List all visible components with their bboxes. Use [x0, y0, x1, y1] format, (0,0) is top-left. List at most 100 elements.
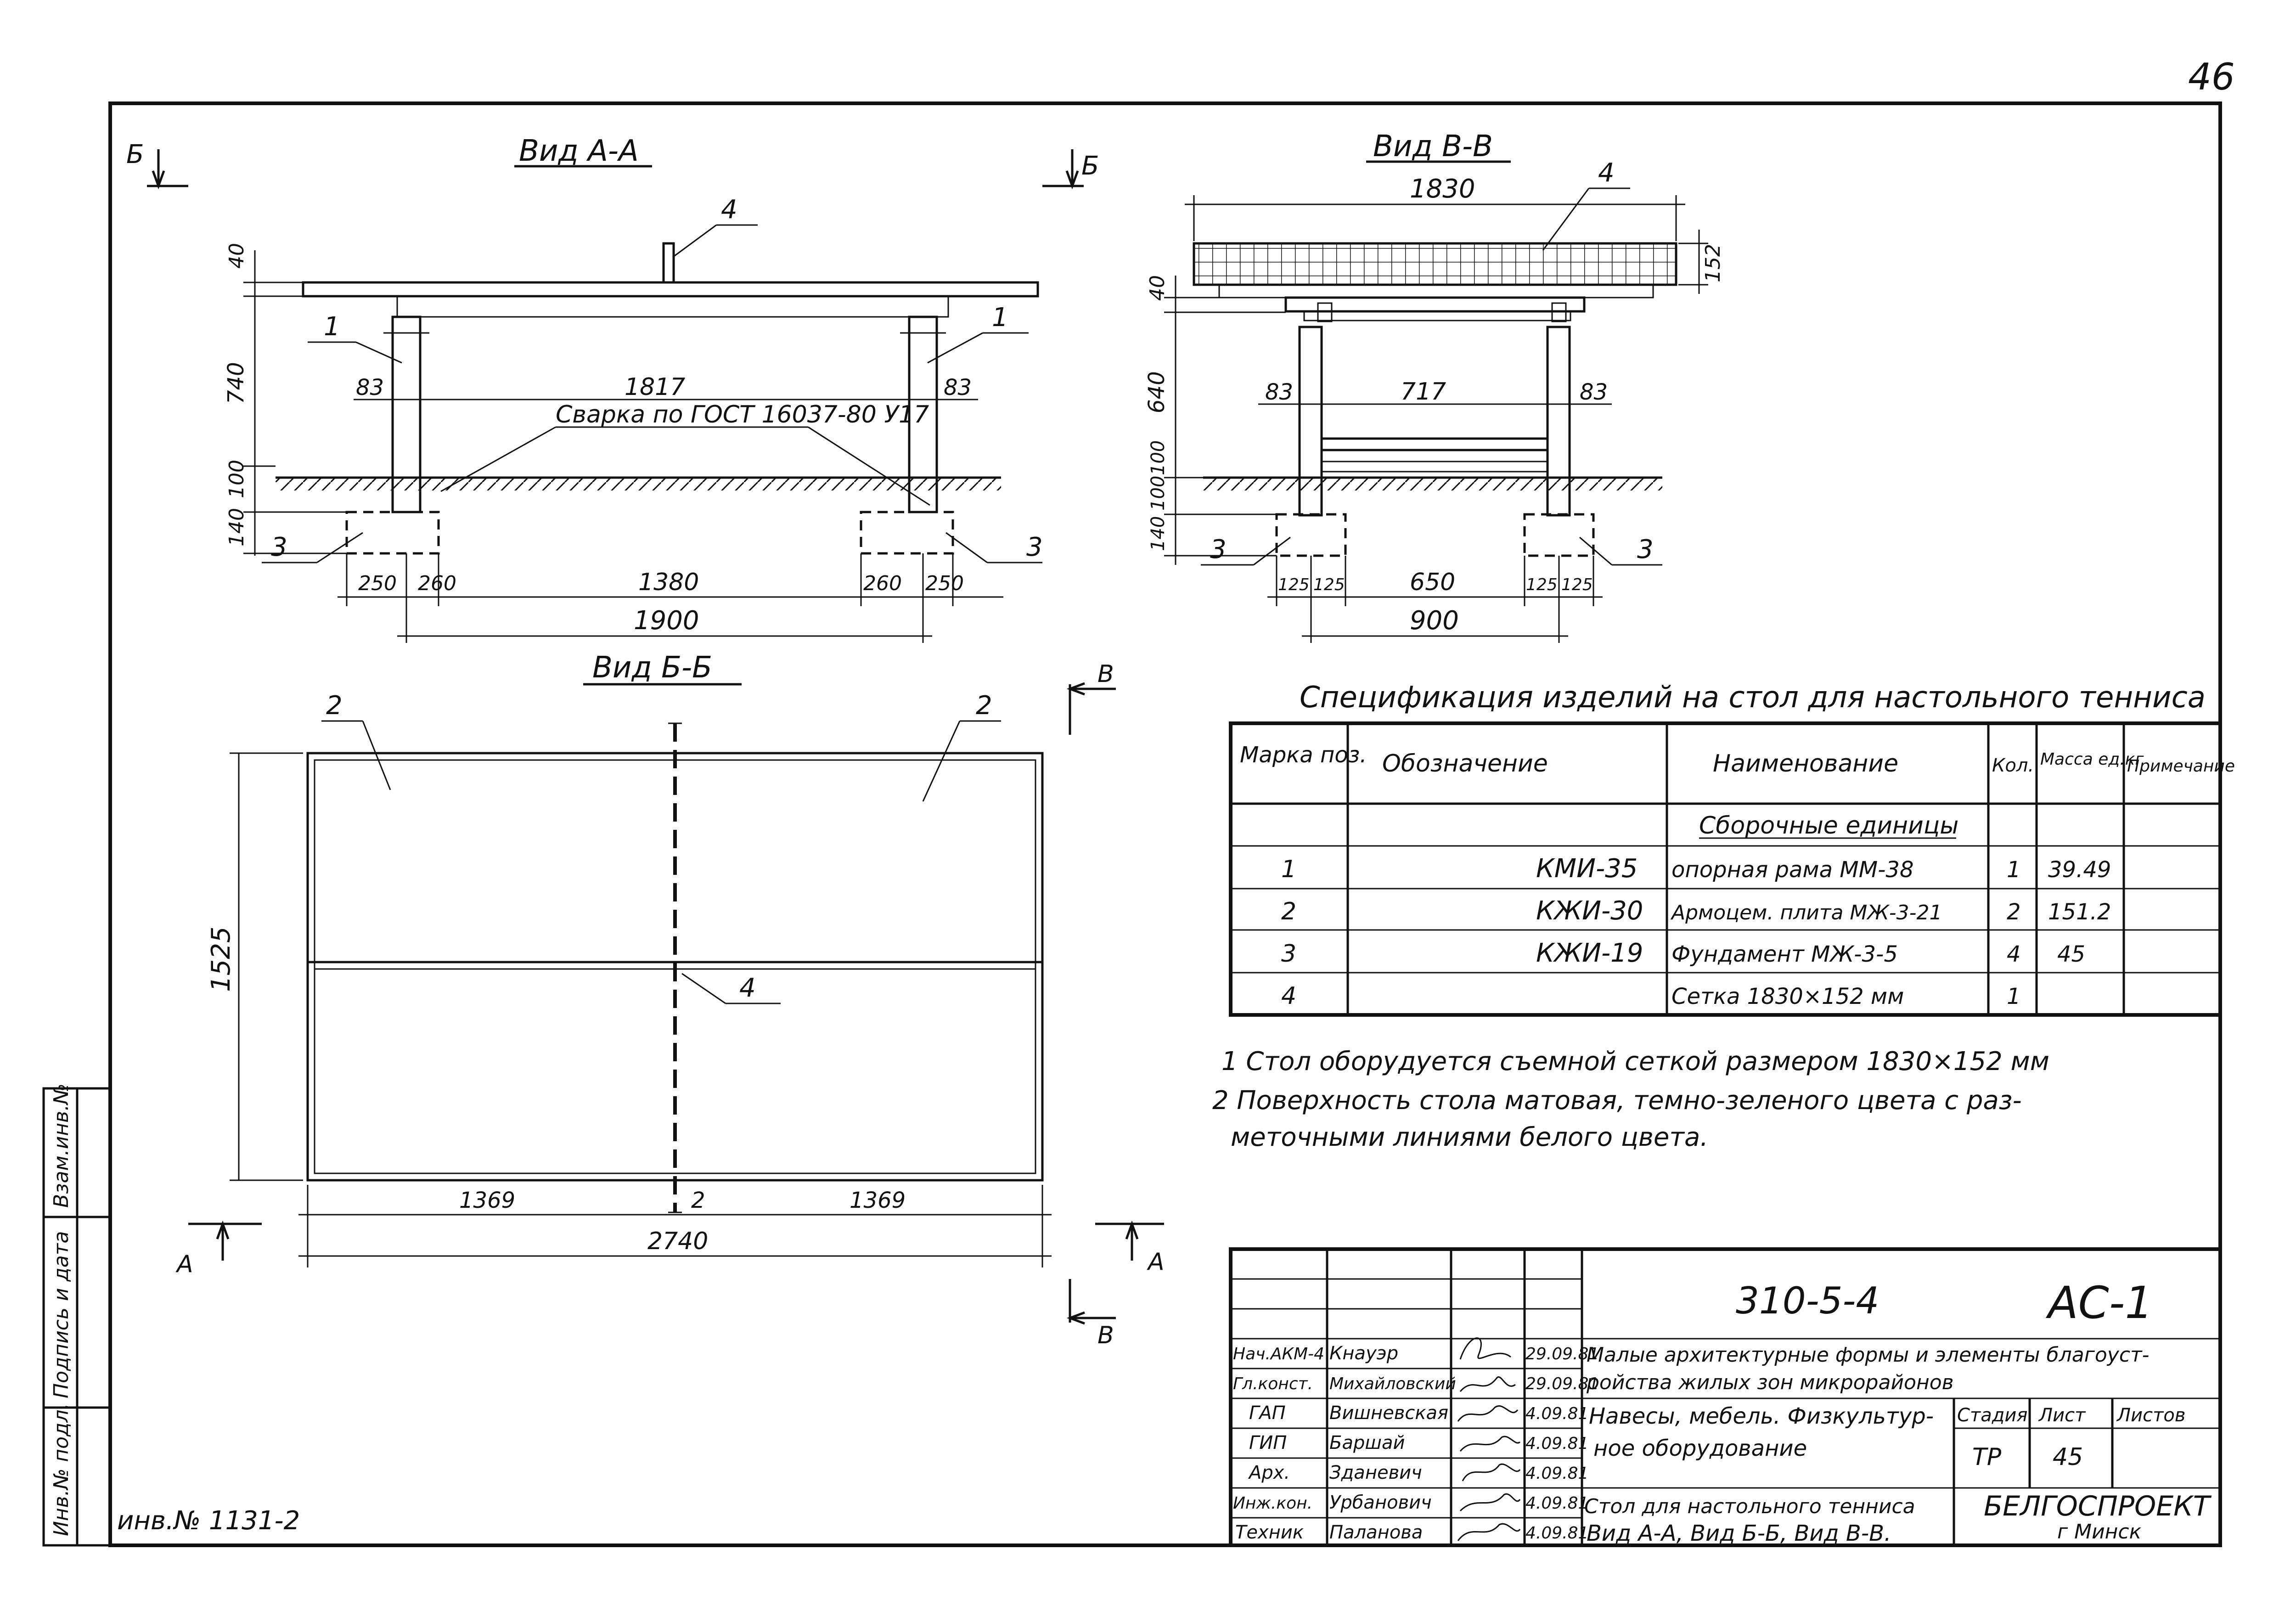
- title-org-2: г Минск: [2057, 1520, 2142, 1543]
- svg-text:2: 2: [976, 691, 992, 721]
- title-sheet: 45: [2053, 1443, 2083, 1471]
- signer-row: Инж.кон. Урбанович 4.09.81: [1233, 1492, 1588, 1513]
- svg-text:4: 4: [2007, 941, 2021, 967]
- spec-title: Спецификация изделий на стол для настоль…: [1300, 681, 2206, 715]
- svg-text:В: В: [1097, 660, 1114, 688]
- notes: 1 Стол оборудуется съемной сеткой размер…: [1212, 1047, 2049, 1152]
- svg-text:2: 2: [1281, 898, 1296, 925]
- svg-text:125: 125: [1278, 575, 1310, 594]
- svg-text:ГИП: ГИП: [1249, 1432, 1287, 1453]
- svg-text:Б: Б: [126, 140, 144, 169]
- svg-text:83: 83: [1580, 379, 1608, 405]
- svg-text:опорная рама ММ-38: опорная рама ММ-38: [1671, 857, 1914, 883]
- title-sheet-title-2: Вид А-А, Вид Б-Б, Вид В-В.: [1587, 1521, 1891, 1546]
- svg-text:1525: 1525: [206, 926, 236, 992]
- section-mark-b-left: Б: [126, 140, 188, 190]
- svg-text:250: 250: [925, 572, 964, 595]
- title-sheet-code: АС-1: [2045, 1277, 2153, 1329]
- svg-text:40: 40: [1146, 275, 1169, 301]
- spec-header-designation: Обозначение: [1382, 750, 1548, 777]
- svg-text:45: 45: [2057, 941, 2085, 967]
- svg-text:1: 1: [324, 312, 340, 342]
- spec-group-label: Сборочные единицы: [1699, 812, 1958, 839]
- title-project-2: ройства жилых зон микрорайонов: [1586, 1371, 1954, 1394]
- title-sheet-label: Лист: [2038, 1405, 2086, 1426]
- spec-row: 3 КЖИ-19 Фундамент МЖ-3-5 4 45: [1281, 938, 2085, 968]
- svg-text:4.09.81: 4.09.81: [1525, 1404, 1588, 1423]
- svg-text:260: 260: [418, 572, 456, 595]
- svg-text:1: 1: [992, 303, 1008, 332]
- view-aa-weld-note: Сварка по ГОСТ 16037-80 У17: [556, 401, 929, 428]
- title-stage: ТР: [1972, 1443, 2002, 1471]
- svg-text:1: 1: [2007, 857, 2021, 883]
- svg-text:1900: 1900: [634, 606, 699, 636]
- svg-text:83: 83: [356, 375, 384, 400]
- title-project-1: Малые архитектурные формы и элементы бла…: [1587, 1343, 2150, 1367]
- svg-text:Вишневская: Вишневская: [1329, 1403, 1448, 1424]
- stamp-replace-label: Взам.инв.№: [50, 1083, 73, 1208]
- spec-header-mark: Марка поз.: [1240, 742, 1367, 768]
- spec-header-note: Примечание: [2127, 757, 2235, 776]
- section-mark-v-top: В: [1066, 660, 1116, 735]
- svg-text:900: 900: [1410, 606, 1459, 636]
- svg-text:Михайловский: Михайловский: [1329, 1374, 1456, 1393]
- svg-text:3: 3: [1637, 535, 1654, 564]
- title-code: 310-5-4: [1736, 1279, 1879, 1322]
- svg-text:4.09.81: 4.09.81: [1525, 1434, 1588, 1453]
- svg-text:717: 717: [1401, 378, 1446, 406]
- svg-text:100: 100: [225, 460, 248, 498]
- signer-row: Нач.АКМ-4 Кнауэр 29.09.81: [1233, 1343, 1599, 1364]
- view-vv-net: [1194, 243, 1676, 285]
- svg-text:4.09.81: 4.09.81: [1525, 1524, 1588, 1543]
- svg-text:Баршай: Баршай: [1329, 1432, 1405, 1453]
- title-block: 310-5-4 АС-1 Малые архитектурные формы и…: [1229, 1247, 2222, 1547]
- svg-text:1830: 1830: [1410, 174, 1475, 204]
- svg-text:Гл.конст.: Гл.конст.: [1233, 1374, 1313, 1393]
- svg-text:2: 2: [2007, 899, 2021, 925]
- page-number: 46: [2188, 56, 2235, 98]
- signatures: [1457, 1337, 1521, 1541]
- svg-text:А: А: [175, 1250, 193, 1278]
- svg-text:2: 2: [326, 691, 343, 721]
- svg-text:740: 740: [223, 362, 249, 404]
- svg-text:1380: 1380: [638, 569, 699, 596]
- spec-row: 1 КМИ-35 опорная рама ММ-38 1 39.49: [1281, 854, 2111, 884]
- svg-text:4.09.81: 4.09.81: [1525, 1494, 1588, 1513]
- svg-text:100: 100: [1148, 476, 1169, 511]
- spec-header-mass: Масса ед.кг: [2040, 750, 2144, 769]
- view-bb: Вид Б-Б 2 2 4 1525 1369 2 1369 27: [206, 651, 1052, 1267]
- svg-text:Фундамент МЖ-3-5: Фундамент МЖ-3-5: [1671, 941, 1898, 967]
- svg-text:29.09.81: 29.09.81: [1525, 1345, 1599, 1363]
- section-mark-v-bottom: В: [1066, 1279, 1116, 1349]
- view-vv: Вид В-В 4 3 3: [1144, 130, 1725, 643]
- svg-text:Паланова: Паланова: [1329, 1522, 1423, 1543]
- inventory-number: инв.№ 1131-2: [117, 1506, 300, 1536]
- svg-text:140: 140: [1148, 516, 1169, 551]
- svg-text:КЖИ-30: КЖИ-30: [1536, 896, 1643, 926]
- svg-text:Сетка 1830×152 мм: Сетка 1830×152 мм: [1671, 984, 1904, 1009]
- section-mark-a-right: А: [1095, 1220, 1165, 1276]
- svg-text:3: 3: [271, 532, 287, 562]
- svg-text:В: В: [1097, 1322, 1114, 1349]
- svg-text:152: 152: [1701, 244, 1725, 282]
- svg-text:Кнауэр: Кнауэр: [1329, 1343, 1398, 1364]
- svg-text:39.49: 39.49: [2048, 857, 2111, 883]
- svg-text:125: 125: [1561, 575, 1593, 594]
- svg-text:Инж.кон.: Инж.кон.: [1233, 1494, 1312, 1513]
- svg-text:151.2: 151.2: [2048, 899, 2111, 925]
- section-mark-a-left: А: [175, 1220, 262, 1278]
- svg-text:КМИ-35: КМИ-35: [1536, 854, 1638, 884]
- svg-text:125: 125: [1313, 575, 1345, 594]
- signer-row: Арх. Зданевич 4.09.81: [1248, 1462, 1588, 1483]
- title-section-2: ное оборудование: [1593, 1436, 1807, 1461]
- view-aa-net-post: [662, 242, 675, 284]
- spec-table: Марка поз. Обозначение Наименование Кол.…: [1229, 721, 2235, 1017]
- svg-text:4: 4: [1598, 158, 1615, 188]
- side-stamp: Инв.№ подл. Подпись и дата Взам.инв.№: [42, 1083, 112, 1547]
- spec-row: 2 КЖИ-30 Армоцем. плита МЖ-3-21 2 151.2: [1281, 896, 2111, 926]
- title-org-1: БЕЛГОСПРОЕКТ: [1984, 1490, 2212, 1522]
- svg-text:125: 125: [1526, 575, 1558, 594]
- svg-text:Арх.: Арх.: [1248, 1462, 1290, 1483]
- title-sheets-label: Листов: [2116, 1405, 2185, 1426]
